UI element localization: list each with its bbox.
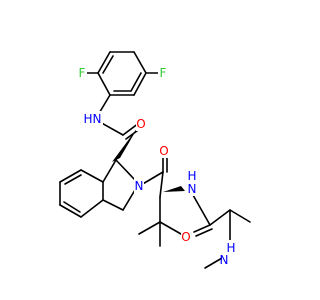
bond <box>138 221 161 235</box>
fluorine-atom-right: F <box>158 65 168 80</box>
bond <box>97 51 111 74</box>
bond <box>80 199 104 218</box>
bond <box>64 174 82 185</box>
ring-nitrogen: N <box>134 178 144 193</box>
alanine-oxygen: O <box>181 229 191 244</box>
bond <box>80 169 104 183</box>
amide-oxygen: O <box>136 116 146 131</box>
bond <box>193 224 211 233</box>
atom-n-methylamine: N <box>220 253 229 267</box>
bond <box>159 221 182 235</box>
valine-nh: H N <box>186 169 198 196</box>
bond <box>133 72 147 96</box>
atom-h-methylamine: H <box>226 241 235 255</box>
bond <box>159 171 164 198</box>
bond <box>209 209 231 226</box>
atom-n-valine: N <box>188 182 197 196</box>
fluorine-atom-left: F <box>77 65 87 80</box>
bond <box>229 209 251 223</box>
atom-n-ring: N <box>135 179 144 193</box>
atom-labels: F F H N O N O H N O <box>77 65 242 267</box>
atom-f-right: F <box>160 66 167 80</box>
bond <box>59 169 82 183</box>
bond <box>115 159 136 181</box>
bond <box>133 51 147 74</box>
bond <box>102 55 114 74</box>
bond <box>122 189 136 211</box>
wedge-bond <box>163 186 185 192</box>
methylamine-nh: H N <box>220 240 242 267</box>
atom-h-amide: N <box>93 112 102 126</box>
bond <box>204 257 223 269</box>
atom-o-amide: O <box>136 117 145 131</box>
ketone-oxygen: O <box>159 143 169 158</box>
bond <box>195 228 213 237</box>
stereo-wedges <box>112 127 185 192</box>
bond <box>130 72 142 92</box>
molecule-structure: F F H N O N O H N O <box>59 51 251 269</box>
atom-o-ketone: O <box>159 144 168 158</box>
atom-f-left: F <box>79 66 86 80</box>
atom-n-amide: H <box>83 112 92 126</box>
bond <box>140 171 164 186</box>
bond <box>97 72 111 96</box>
bond <box>63 201 81 213</box>
atom-o-alanine: O <box>181 230 190 244</box>
bond <box>59 204 82 218</box>
wedge-bond <box>112 127 138 162</box>
bond <box>102 199 124 211</box>
amide-nh: H N <box>83 111 103 126</box>
bond <box>102 159 117 183</box>
atom-h-valine: H <box>187 169 196 183</box>
bond <box>192 194 211 226</box>
bonds <box>59 51 251 269</box>
